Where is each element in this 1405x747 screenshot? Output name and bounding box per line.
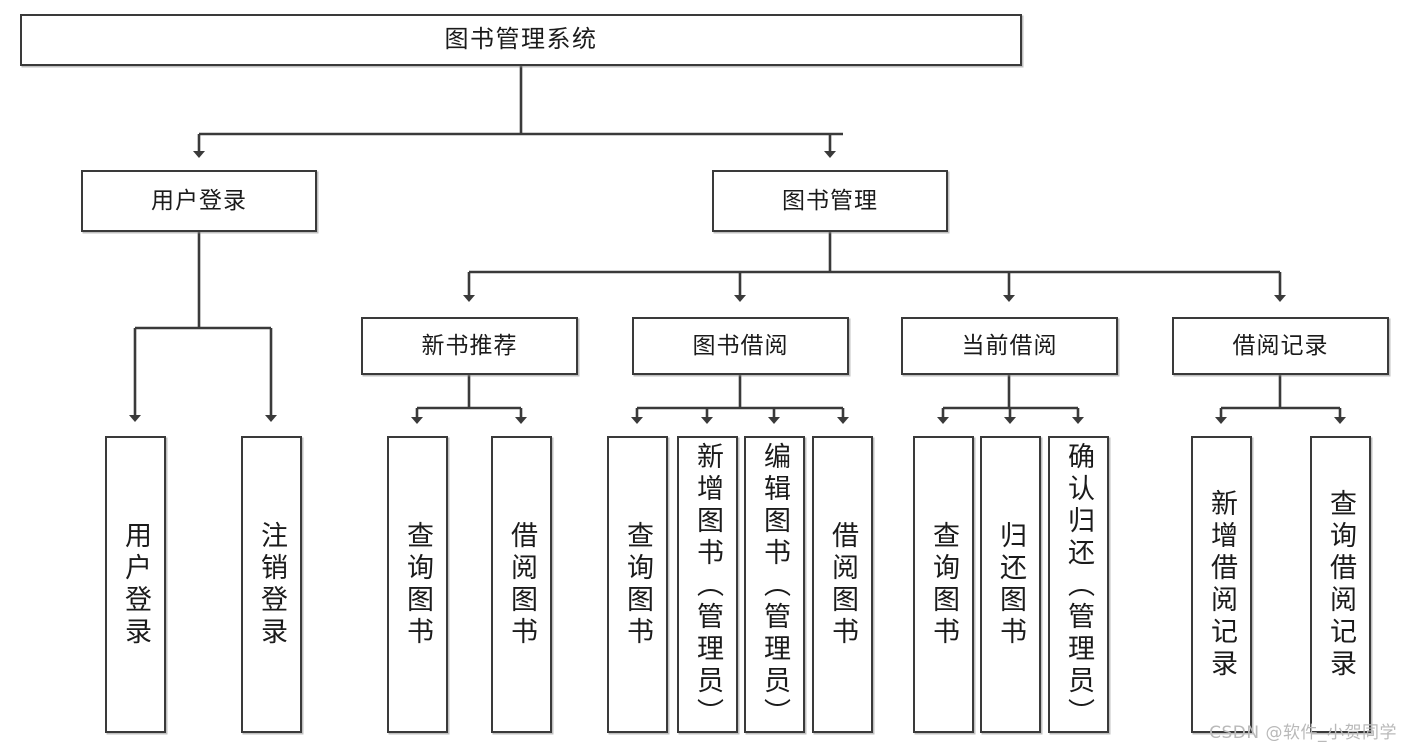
node-label: 新增借阅记录 bbox=[1206, 488, 1237, 681]
leaf-current-borrow-query[interactable]: 查询图书 bbox=[913, 436, 974, 733]
node-label: 图书管理系统 bbox=[444, 25, 598, 54]
node-label: 确认归还（管理员） bbox=[1063, 442, 1094, 730]
leaf-book-borrow-add[interactable]: 新增图书（管理员） bbox=[677, 436, 738, 733]
node-label: 借阅记录 bbox=[1232, 332, 1329, 359]
node-label: 新增图书（管理员） bbox=[692, 442, 723, 730]
node-label: 查询借阅记录 bbox=[1325, 488, 1356, 681]
node-label: 查询图书 bbox=[928, 520, 959, 649]
leaf-current-borrow-return[interactable]: 归还图书 bbox=[980, 436, 1041, 733]
node-label: 查询图书 bbox=[622, 520, 653, 649]
node-book-borrow[interactable]: 图书借阅 bbox=[632, 317, 849, 375]
node-label: 借阅图书 bbox=[506, 520, 537, 649]
node-user-login[interactable]: 用户登录 bbox=[81, 170, 317, 232]
leaf-user-login-signin[interactable]: 用户登录 bbox=[105, 436, 166, 733]
leaf-book-borrow-edit[interactable]: 编辑图书（管理员） bbox=[744, 436, 805, 733]
node-label: 图书借阅 bbox=[692, 332, 789, 359]
node-label: 编辑图书（管理员） bbox=[759, 442, 790, 730]
leaf-current-borrow-confirm-return[interactable]: 确认归还（管理员） bbox=[1048, 436, 1109, 733]
node-label: 新书推荐 bbox=[421, 332, 518, 359]
node-label: 注销登录 bbox=[256, 520, 287, 649]
node-label: 用户登录 bbox=[151, 187, 247, 214]
leaf-book-borrow-query[interactable]: 查询图书 bbox=[607, 436, 668, 733]
node-borrow-record[interactable]: 借阅记录 bbox=[1172, 317, 1389, 375]
leaf-new-book-borrow[interactable]: 借阅图书 bbox=[491, 436, 552, 733]
node-label: 当前借阅 bbox=[961, 332, 1058, 359]
leaf-borrow-record-add[interactable]: 新增借阅记录 bbox=[1191, 436, 1252, 733]
node-root-system[interactable]: 图书管理系统 bbox=[20, 14, 1022, 66]
node-label: 归还图书 bbox=[995, 520, 1026, 649]
node-label: 借阅图书 bbox=[827, 520, 858, 649]
node-label: 图书管理 bbox=[782, 187, 878, 214]
watermark-text: CSDN @软件_小贺同学 bbox=[1209, 723, 1397, 743]
leaf-new-book-query[interactable]: 查询图书 bbox=[387, 436, 448, 733]
node-book-management[interactable]: 图书管理 bbox=[712, 170, 948, 232]
leaf-book-borrow-lend[interactable]: 借阅图书 bbox=[812, 436, 873, 733]
node-current-borrow[interactable]: 当前借阅 bbox=[901, 317, 1118, 375]
node-new-book-recommend[interactable]: 新书推荐 bbox=[361, 317, 578, 375]
leaf-borrow-record-query[interactable]: 查询借阅记录 bbox=[1310, 436, 1371, 733]
leaf-user-login-signout[interactable]: 注销登录 bbox=[241, 436, 302, 733]
node-label: 用户登录 bbox=[120, 520, 151, 649]
node-label: 查询图书 bbox=[402, 520, 433, 649]
